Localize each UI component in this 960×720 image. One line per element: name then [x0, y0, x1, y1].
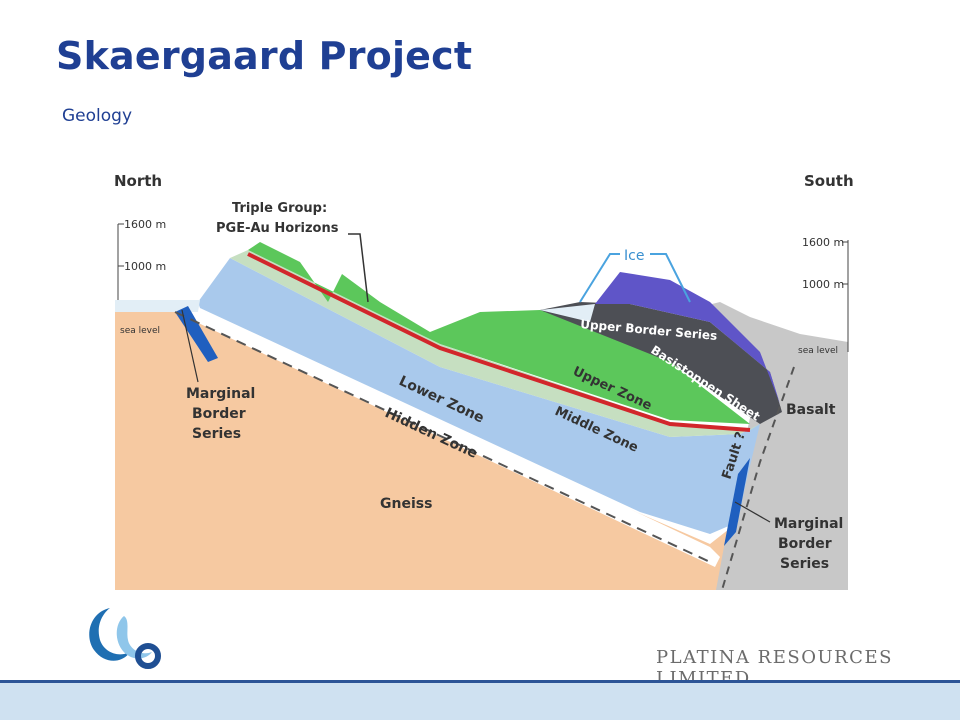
pge-au-horizon-line	[247, 252, 751, 432]
marginal-right-leader-line	[734, 501, 771, 523]
label-sea-level-left: sea level	[120, 326, 160, 336]
sea-left	[115, 300, 200, 312]
lower-zone-layer	[198, 258, 760, 534]
label-elev-1600-right: 1600 m	[802, 236, 844, 249]
slide-title: Skaergaard Project	[56, 34, 473, 78]
label-marginal-right-2: Border	[778, 536, 832, 552]
footer-bar	[0, 680, 960, 720]
label-basalt: Basalt	[786, 402, 836, 418]
label-elev-1600-left: 1600 m	[124, 218, 166, 231]
label-marginal-right-1: Marginal	[774, 516, 843, 532]
label-marginal-left-2: Border	[192, 406, 246, 422]
label-gneiss: Gneiss	[380, 496, 432, 512]
label-elev-1000-right: 1000 m	[802, 278, 844, 291]
slide-subtitle: Geology	[62, 106, 133, 126]
label-sea-level-right: sea level	[798, 346, 838, 356]
ice-cap-layer	[595, 272, 780, 404]
middle-zone-layer	[230, 250, 760, 437]
label-elev-1000-left: 1000 m	[124, 260, 166, 273]
label-south: South	[804, 172, 854, 190]
label-triple-group-1: Triple Group:	[232, 201, 327, 216]
ice-callout-lines	[579, 253, 691, 303]
hidden-zone-boundary	[174, 311, 711, 563]
fault-line	[721, 366, 795, 590]
label-marginal-left-1: Marginal	[186, 386, 255, 402]
triple-group-leader-line	[348, 233, 369, 303]
label-triple-group-2: PGE-Au Horizons	[216, 221, 339, 236]
marginal-border-right	[724, 458, 750, 546]
label-north: North	[114, 172, 162, 190]
upper-border-series-layer	[540, 302, 782, 424]
label-ice: Ice	[624, 248, 644, 264]
gneiss-layer	[115, 312, 738, 590]
geology-cross-section-diagram: North South 1600 m 1000 m sea level 1600…	[110, 162, 854, 590]
platina-moon-logo-icon	[89, 608, 161, 669]
sea-right	[540, 304, 595, 322]
marginal-left-leader-line	[181, 309, 199, 383]
upper-zone-layer	[248, 242, 750, 424]
label-marginal-left-3: Series	[192, 426, 241, 442]
label-marginal-right-3: Series	[780, 556, 829, 572]
marginal-border-left	[175, 306, 218, 362]
hidden-zone-layer	[175, 305, 720, 567]
